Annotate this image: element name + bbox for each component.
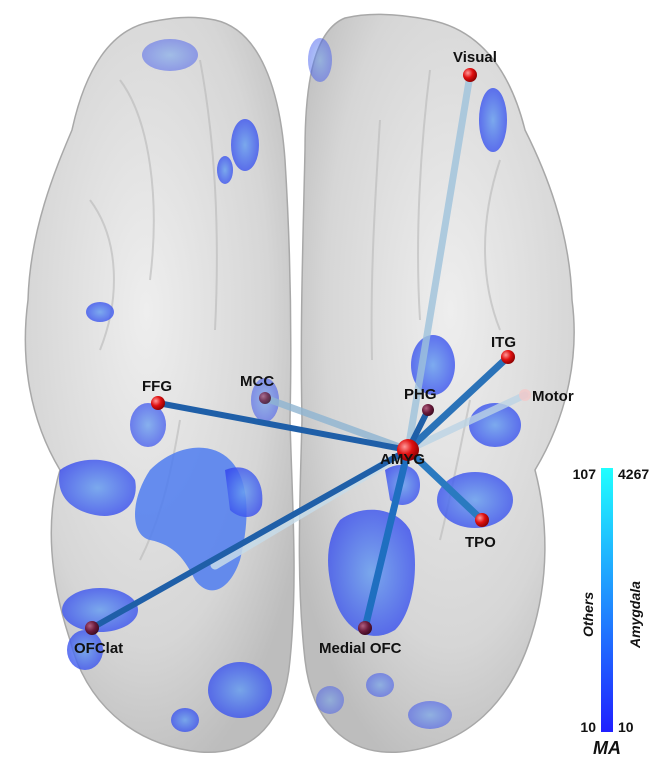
node-mcc	[259, 392, 271, 404]
label-tpo: TPO	[465, 534, 496, 551]
colorbar-others-label: Others	[580, 592, 596, 637]
label-motor: Motor	[532, 388, 574, 405]
colorbar-unit-label: MA	[593, 738, 621, 758]
colorbar-amygdala-min: 10	[618, 719, 634, 735]
node-ofclat	[85, 621, 99, 635]
label-itg: ITG	[491, 334, 516, 351]
colorbar: 107 4267 10 10 Others Amygdala MA	[573, 466, 650, 758]
node-medial-ofc	[358, 621, 372, 635]
colorbar-others-min: 10	[580, 719, 596, 735]
colorbar-gradient	[601, 468, 613, 732]
node-itg	[501, 350, 515, 364]
node-ffg	[151, 396, 165, 410]
label-phg: PHG	[404, 386, 437, 403]
label-amyg: AMYG	[380, 451, 425, 468]
label-ofclat: OFClat	[74, 640, 123, 657]
node-tpo	[475, 513, 489, 527]
colorbar-others-max: 107	[573, 466, 597, 482]
label-mcc: MCC	[240, 373, 274, 390]
label-ffg: FFG	[142, 378, 172, 395]
colorbar-amygdala-label: Amygdala	[627, 581, 643, 649]
colorbar-amygdala-max: 4267	[618, 466, 649, 482]
node-visual	[463, 68, 477, 82]
label-visual: Visual	[453, 49, 497, 66]
node-phg	[422, 404, 434, 416]
label-medial-ofc: Medial OFC	[319, 640, 402, 657]
node-motor	[519, 389, 531, 401]
